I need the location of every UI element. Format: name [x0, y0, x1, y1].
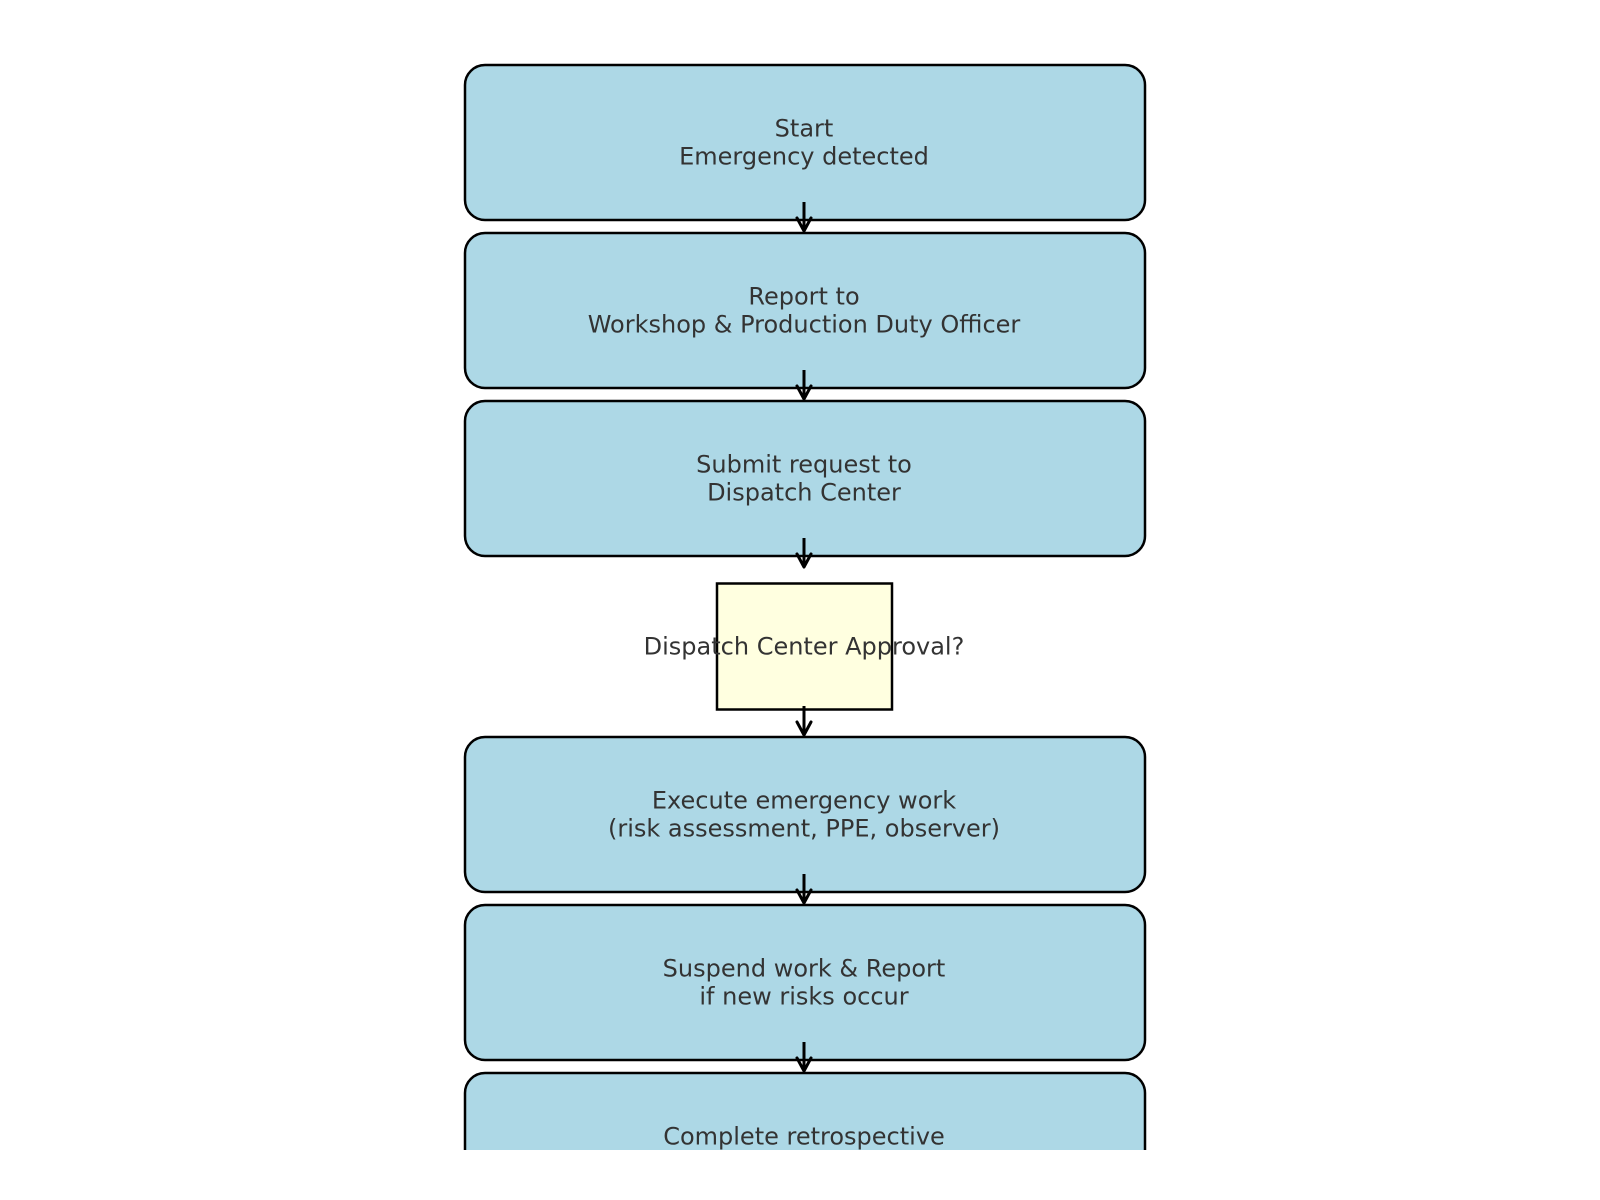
arrow-start-to-report: [795, 202, 813, 233]
arrow-submit-to-approval: [795, 538, 813, 569]
node-report-label-line-2: Workshop & Production Duty Officer: [588, 311, 1021, 339]
node-complete-label-line-1: Complete retrospective: [663, 1123, 945, 1151]
node-submit-label-line-1: Submit request to: [696, 451, 912, 479]
node-suspend-label-line-1: Suspend work & Report: [663, 955, 946, 983]
arrow-report-to-submit: [795, 370, 813, 401]
node-start-label-line-2: Emergency detected: [679, 143, 929, 171]
node-approval-decision-box: [715, 582, 894, 711]
node-complete-box: [463, 1071, 1147, 1150]
node-approval-label-line-1: Dispatch Center Approval?: [644, 633, 965, 661]
node-report-label-line-1: Report to: [748, 283, 859, 311]
node-execute-label-line-2: (risk assessment, PPE, observer): [608, 815, 1000, 843]
nodes-layer: [463, 63, 1147, 1150]
arrowhead-icon: [795, 1056, 813, 1073]
node-submit-label-line-2: Dispatch Center: [707, 479, 901, 507]
arrow-suspend-to-complete: [795, 1042, 813, 1073]
arrowhead-icon: [795, 216, 813, 233]
node-start-label-line-1: Start: [775, 115, 834, 143]
arrowhead-icon: [795, 552, 813, 569]
arrowhead-icon: [795, 888, 813, 905]
node-suspend-label-line-2: if new risks occur: [699, 983, 908, 1011]
arrowhead-icon: [795, 720, 813, 737]
node-complete-label-line-2: permit within 24h: [698, 1151, 911, 1179]
edges-layer: [795, 202, 813, 1073]
arrow-approval-to-execute: [795, 706, 813, 737]
node-execute-label-line-1: Execute emergency work: [652, 787, 956, 815]
arrow-execute-to-suspend: [795, 874, 813, 905]
arrowhead-icon: [795, 384, 813, 401]
